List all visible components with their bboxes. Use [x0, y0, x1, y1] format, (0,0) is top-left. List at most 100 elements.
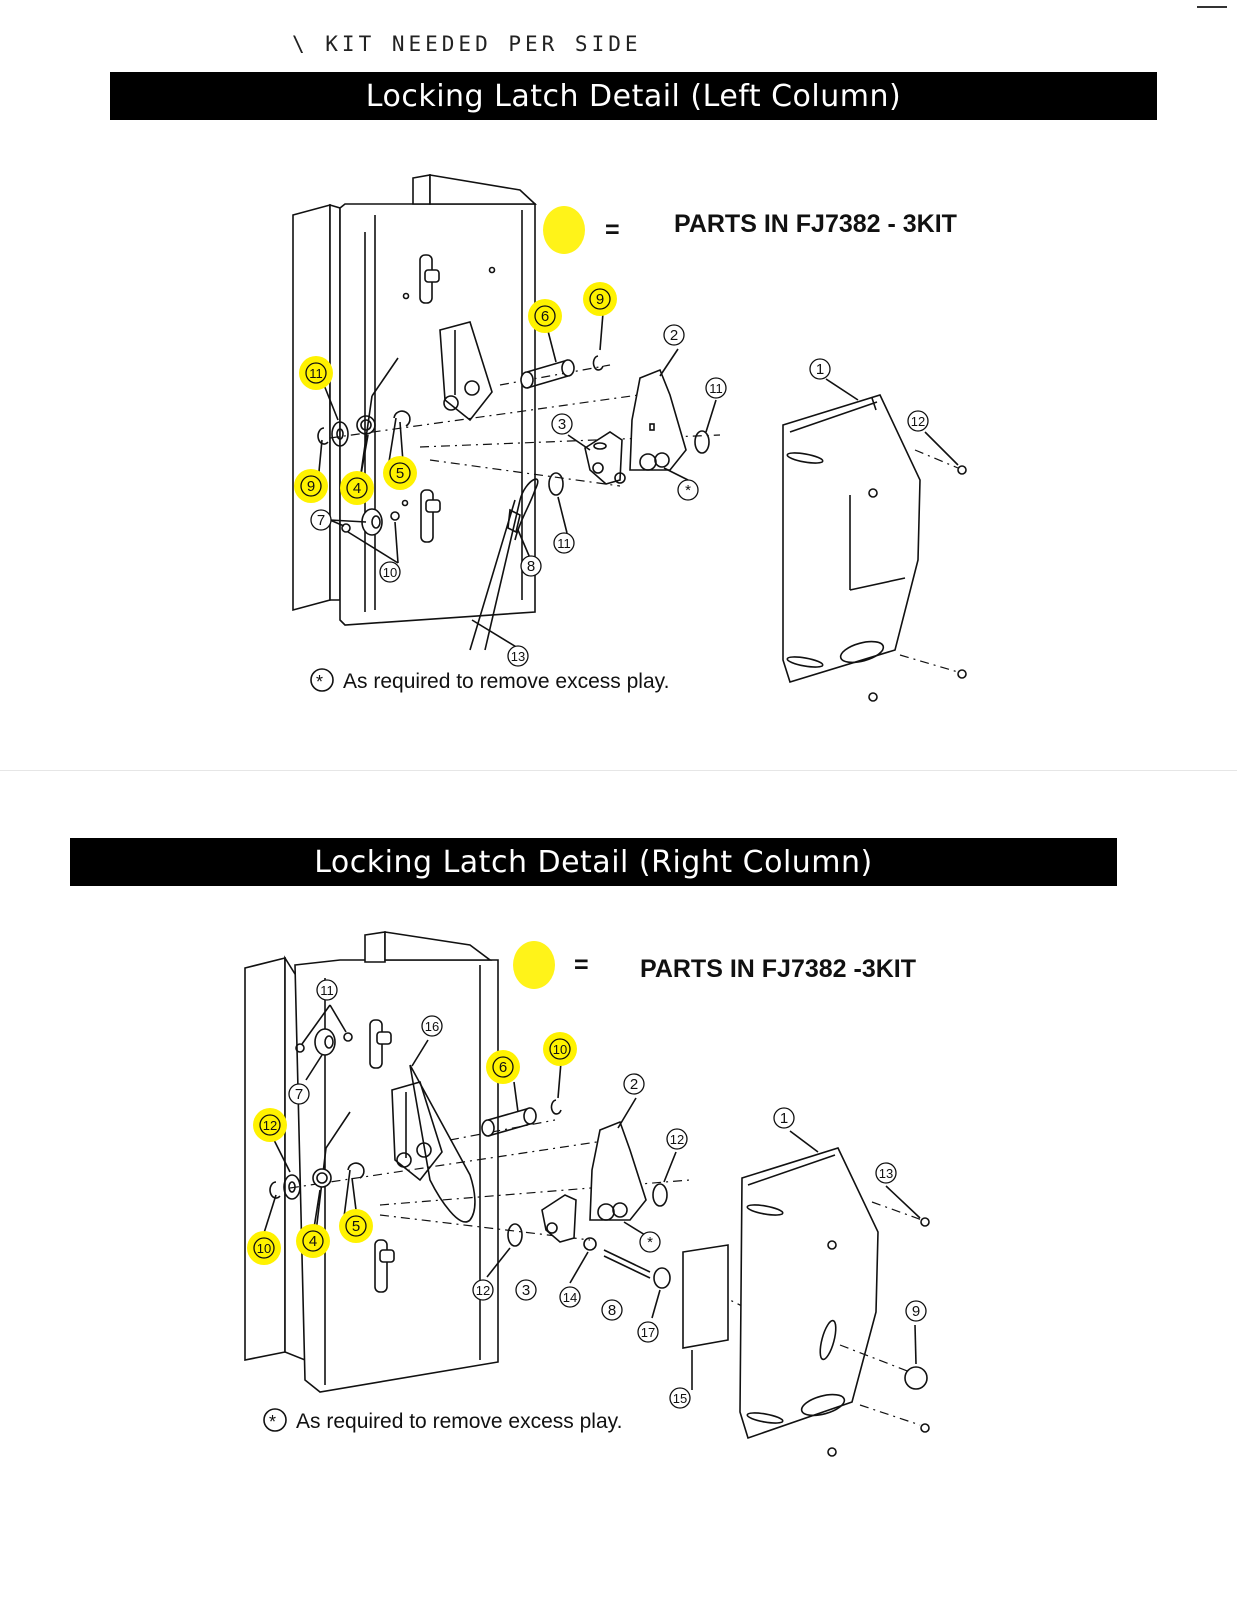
callout-circle [305, 362, 327, 384]
column-post [244, 931, 499, 1393]
callout-circle [809, 358, 831, 380]
assembly-line [329, 391, 661, 439]
callout-circle [623, 1073, 645, 1095]
callout-highlight [296, 1224, 330, 1258]
callout-circle [773, 1107, 795, 1129]
callout-label: * [647, 1234, 653, 1251]
callout-label: 11 [309, 366, 323, 381]
callout-label: 9 [307, 478, 315, 495]
callout-label: 7 [317, 512, 325, 529]
latch-cover [782, 394, 921, 702]
callout-label: 11 [320, 983, 334, 998]
callout-label: 11 [557, 536, 571, 551]
callout-circle [515, 1279, 537, 1301]
callout-label: 4 [309, 1233, 317, 1250]
legend-text: PARTS IN FJ7382 -3KIT [640, 955, 916, 983]
callout-label: 12 [476, 1283, 490, 1298]
callout-circle [663, 324, 685, 346]
callout-circle [259, 1114, 281, 1136]
callout-circle [472, 1279, 494, 1301]
callout-circle [666, 1128, 688, 1150]
legend-equals: = [574, 951, 589, 979]
column-post [292, 174, 538, 626]
callout-circle [300, 475, 322, 497]
callout-label: 8 [608, 1302, 616, 1319]
callout-label: 13 [511, 649, 525, 664]
callout-label: 6 [541, 308, 549, 325]
callout-circle [553, 532, 575, 554]
callout-label: 5 [396, 465, 404, 482]
callout-circle [551, 413, 573, 435]
callout-highlight [299, 356, 333, 390]
callout-label: 8 [527, 558, 535, 575]
cam-part [584, 431, 626, 485]
callout-circle [346, 477, 368, 499]
nut-part [390, 511, 400, 521]
section-title: Locking Latch Detail (Left Column) [365, 78, 902, 114]
callout-highlight [486, 1050, 520, 1084]
callout-circle [316, 979, 338, 1001]
callout-circle [421, 1015, 443, 1037]
leader-lines [263, 1004, 921, 1390]
callout-label: 10 [383, 565, 397, 580]
plate-part [682, 1244, 729, 1349]
callout-label: 5 [352, 1218, 360, 1235]
section-banner-left: Locking Latch Detail (Left Column) [110, 72, 1157, 120]
callout-label: 10 [257, 1241, 271, 1256]
callout-label: 11 [709, 381, 723, 396]
callout-label: 2 [630, 1076, 638, 1093]
spring-coil [356, 415, 376, 435]
callout-label: 10 [553, 1042, 567, 1057]
section-divider [0, 770, 1237, 771]
callout-circle [310, 509, 332, 531]
footnote: * As required to remove excess play. [263, 1408, 622, 1433]
highlight-swatch [543, 206, 585, 254]
washer-part [548, 472, 564, 496]
pin-part [481, 1107, 537, 1137]
callout-label: 1 [816, 361, 824, 378]
callout-highlight [543, 1032, 577, 1066]
callout-label: 13 [879, 1166, 893, 1181]
callout-highlight [253, 1108, 287, 1142]
callout-circle [677, 479, 699, 501]
callout-label: 4 [353, 480, 361, 497]
plug-part [904, 1366, 928, 1390]
spring-coil [360, 419, 372, 431]
callout-label: 6 [499, 1059, 507, 1076]
legend-equals: = [605, 216, 620, 244]
corner-mark [1197, 6, 1227, 8]
cable-part [469, 478, 539, 651]
callout-highlight [383, 456, 417, 490]
section-banner-right: Locking Latch Detail (Right Column) [70, 838, 1117, 886]
assembly-line [419, 434, 721, 448]
footnote-symbol: * [269, 1412, 276, 1432]
clip-part [317, 427, 329, 445]
callout-circle [389, 462, 411, 484]
nut-part [341, 523, 351, 533]
latch-cover [739, 1147, 879, 1457]
callout-circle [907, 410, 929, 432]
washer-part [694, 430, 710, 454]
legend-text: PARTS IN FJ7382 - 3KIT [674, 210, 957, 238]
callout-label: 14 [563, 1290, 577, 1305]
callout-circle [520, 555, 542, 577]
callout-highlight [294, 469, 328, 503]
footnote: * As required to remove excess play. [310, 668, 669, 693]
roller-part [371, 515, 381, 529]
callout-circle [507, 645, 529, 667]
screw-part [957, 669, 967, 679]
callout-label: 3 [558, 416, 566, 433]
callout-circle [905, 1300, 927, 1322]
callout-highlight [340, 471, 374, 505]
callout-label: 12 [911, 414, 925, 429]
callout-circle [302, 1230, 324, 1252]
callout-highlight [528, 299, 562, 333]
callout-circle [549, 1038, 571, 1060]
handwritten-note: \ KIT NEEDED PER SIDE [292, 32, 642, 56]
callout-circle [637, 1321, 659, 1343]
callout-label: 3 [522, 1282, 530, 1299]
footnote-symbol: * [316, 672, 323, 692]
callout-circle [288, 1083, 310, 1105]
callout-circle [589, 288, 611, 310]
